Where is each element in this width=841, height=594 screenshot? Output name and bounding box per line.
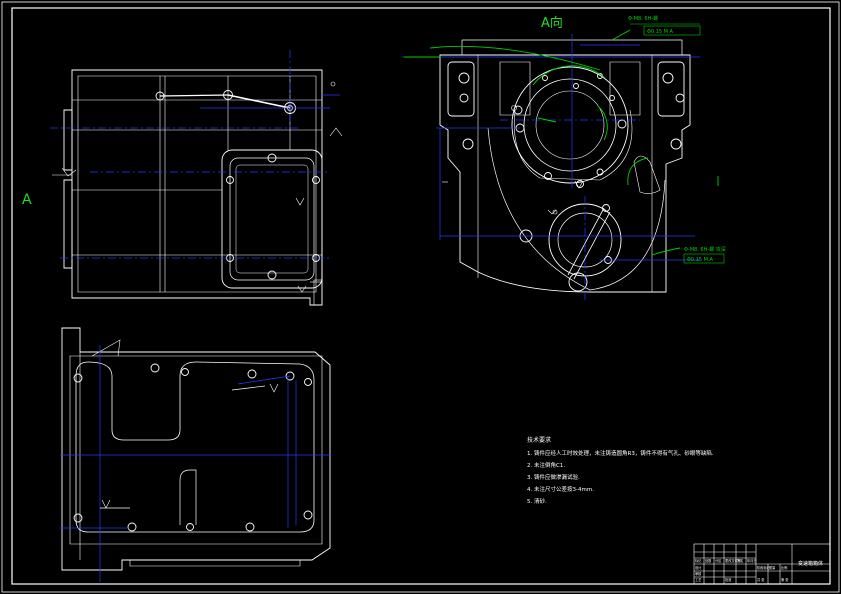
gdt-right-frame-text: Φ0.15 M A [687,257,714,263]
section-mark-a: A [22,192,32,208]
title-block-cell: 分区 [715,558,722,563]
a-view-green-annotations [404,29,719,256]
title-block-cell: 审核 [695,571,702,576]
gdt-callout-right: Φ-M8, 6H-螺 攻深 Φ0.15 M A [683,246,726,264]
tech-req-item: 1. 铸件应经人工时效处理，未注铸造圆角R3，铸件不得有气孔、砂眼等缺陷. [527,449,714,457]
a-direction-label: A向 [541,15,563,31]
title-block-cell: 批准 [725,577,732,582]
bottom-view-dimensions [60,345,330,582]
a-view-white-marks [442,105,584,215]
tech-req-heading: 技术要求 [527,436,551,444]
a-view-centerlines [402,34,700,300]
title-block-cell: 标记 [695,558,702,563]
title-block-cell: 阶段标记 [757,565,771,570]
title-block-cell: 处数 [705,558,712,563]
top-view [63,69,323,306]
gdt-callout-top: Φ-M8, 6H-螺 Φ0.15 M A [628,15,701,36]
title-block-cell: 签名 [737,558,743,563]
a-direction-view [439,39,691,293]
title-block-cell: 重量 [769,565,776,570]
bottom-view-marks [101,383,279,509]
title-block-cell: 共 张 [757,577,765,582]
title-block-cell: 设计 [695,565,702,570]
top-view-marks [52,81,343,293]
title-block-cell: 年月日 [747,558,757,563]
tech-req-item: 2. 未注倒角C1. [527,461,565,469]
gdt-top-frame-text: Φ0.15 M A [647,29,674,35]
top-view-centerlines [50,50,340,259]
tech-req-item: 5. 清砂. [527,497,547,505]
title-block-cell: 更改文件号 [725,558,741,563]
gdt-right-leader-text: Φ-M8, 6H-螺 攻深 [684,246,726,253]
title-block [693,543,831,585]
tech-req-item: 4. 未注尺寸公差按3-4mm. [527,485,594,493]
title-block-part-name: 变速箱箱体 [798,560,823,567]
title-block-text: 变速箱箱体 标记 处数 分区 更改文件号 签名 年月日 设计 审核 工艺 批准 … [695,558,823,582]
technical-requirements: 技术要求 1. 铸件应经人工时效处理，未注铸造圆角R3，铸件不得有气孔、砂眼等缺… [527,436,714,505]
title-block-cell: 工艺 [695,577,701,582]
bottom-view [61,327,331,571]
title-block-cell: 第 张 [781,577,789,582]
title-block-cell: 比例 [781,565,787,570]
tech-req-item: 3. 铸件应做渗漏试验. [527,473,580,481]
gdt-top-leader-text: Φ-M8, 6H-螺 [628,15,658,22]
